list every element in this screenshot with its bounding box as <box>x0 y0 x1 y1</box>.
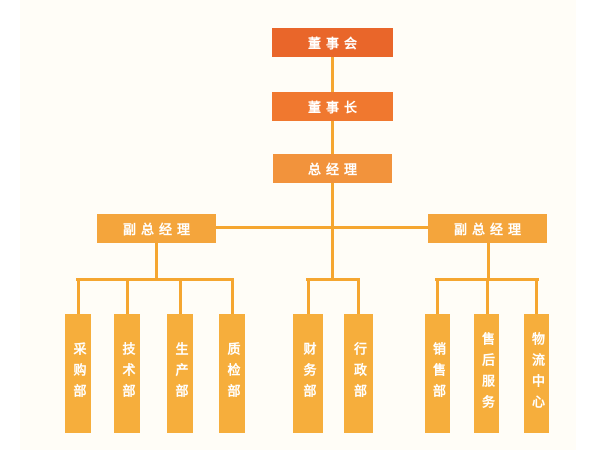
node-dept-aftersales: 售后服务 <box>474 314 499 433</box>
connector-left-group-bar <box>76 278 234 281</box>
connector-stub-sales <box>435 278 439 315</box>
connector-main-horizontal <box>216 226 428 229</box>
node-deputy-gm-left-label: 副总经理 <box>122 223 195 238</box>
node-dept-purchasing: 采购部 <box>65 314 91 433</box>
connector-stub-logistics <box>534 278 538 315</box>
node-general-manager: 总经理 <box>273 154 392 183</box>
node-dept-production-label: 生产部 <box>172 342 188 405</box>
node-dept-production: 生产部 <box>167 314 193 433</box>
connector-stub-finance <box>306 278 310 315</box>
node-dept-technology: 技术部 <box>114 314 140 433</box>
node-dept-finance: 财务部 <box>293 314 323 433</box>
node-deputy-gm-right: 副总经理 <box>428 214 547 243</box>
node-dept-finance-label: 财务部 <box>300 342 316 405</box>
node-chairman: 董事长 <box>272 92 393 121</box>
node-dept-logistics: 物流中心 <box>524 314 549 433</box>
connector-stub-technology <box>125 278 129 315</box>
node-chairman-label: 董事长 <box>307 101 362 116</box>
node-board-label: 董事会 <box>307 37 362 52</box>
connector-stub-purchasing <box>76 278 80 315</box>
node-dept-aftersales-label: 售后服务 <box>479 331 494 416</box>
node-dept-administration-label: 行政部 <box>351 342 366 405</box>
connector-middle-group-bar <box>306 278 360 281</box>
connector-stub-quality <box>230 278 234 315</box>
node-general-manager-label: 总经理 <box>307 163 362 178</box>
node-dept-quality-label: 质检部 <box>224 342 240 405</box>
connector-center-drop <box>331 226 334 281</box>
node-dept-technology-label: 技术部 <box>119 342 135 405</box>
connector-stub-production <box>178 278 182 315</box>
connector-stub-aftersales <box>485 278 489 315</box>
node-dept-purchasing-label: 采购部 <box>70 342 86 405</box>
connector-chairman-gm <box>331 121 334 154</box>
connector-deputy-right-drop <box>486 243 490 281</box>
node-dept-sales: 销售部 <box>425 314 450 433</box>
node-board: 董事会 <box>272 28 393 57</box>
connector-deputy-left-drop <box>154 243 158 281</box>
connector-stub-administration <box>356 278 360 315</box>
node-dept-logistics-label: 物流中心 <box>529 331 544 416</box>
node-dept-administration: 行政部 <box>344 314 373 433</box>
node-deputy-gm-left: 副总经理 <box>97 214 216 243</box>
node-dept-sales-label: 销售部 <box>430 342 445 405</box>
node-deputy-gm-right-label: 副总经理 <box>453 223 526 238</box>
connector-board-chairman <box>331 57 334 92</box>
node-dept-quality: 质检部 <box>219 314 245 433</box>
connector-gm-mainline <box>331 183 334 228</box>
